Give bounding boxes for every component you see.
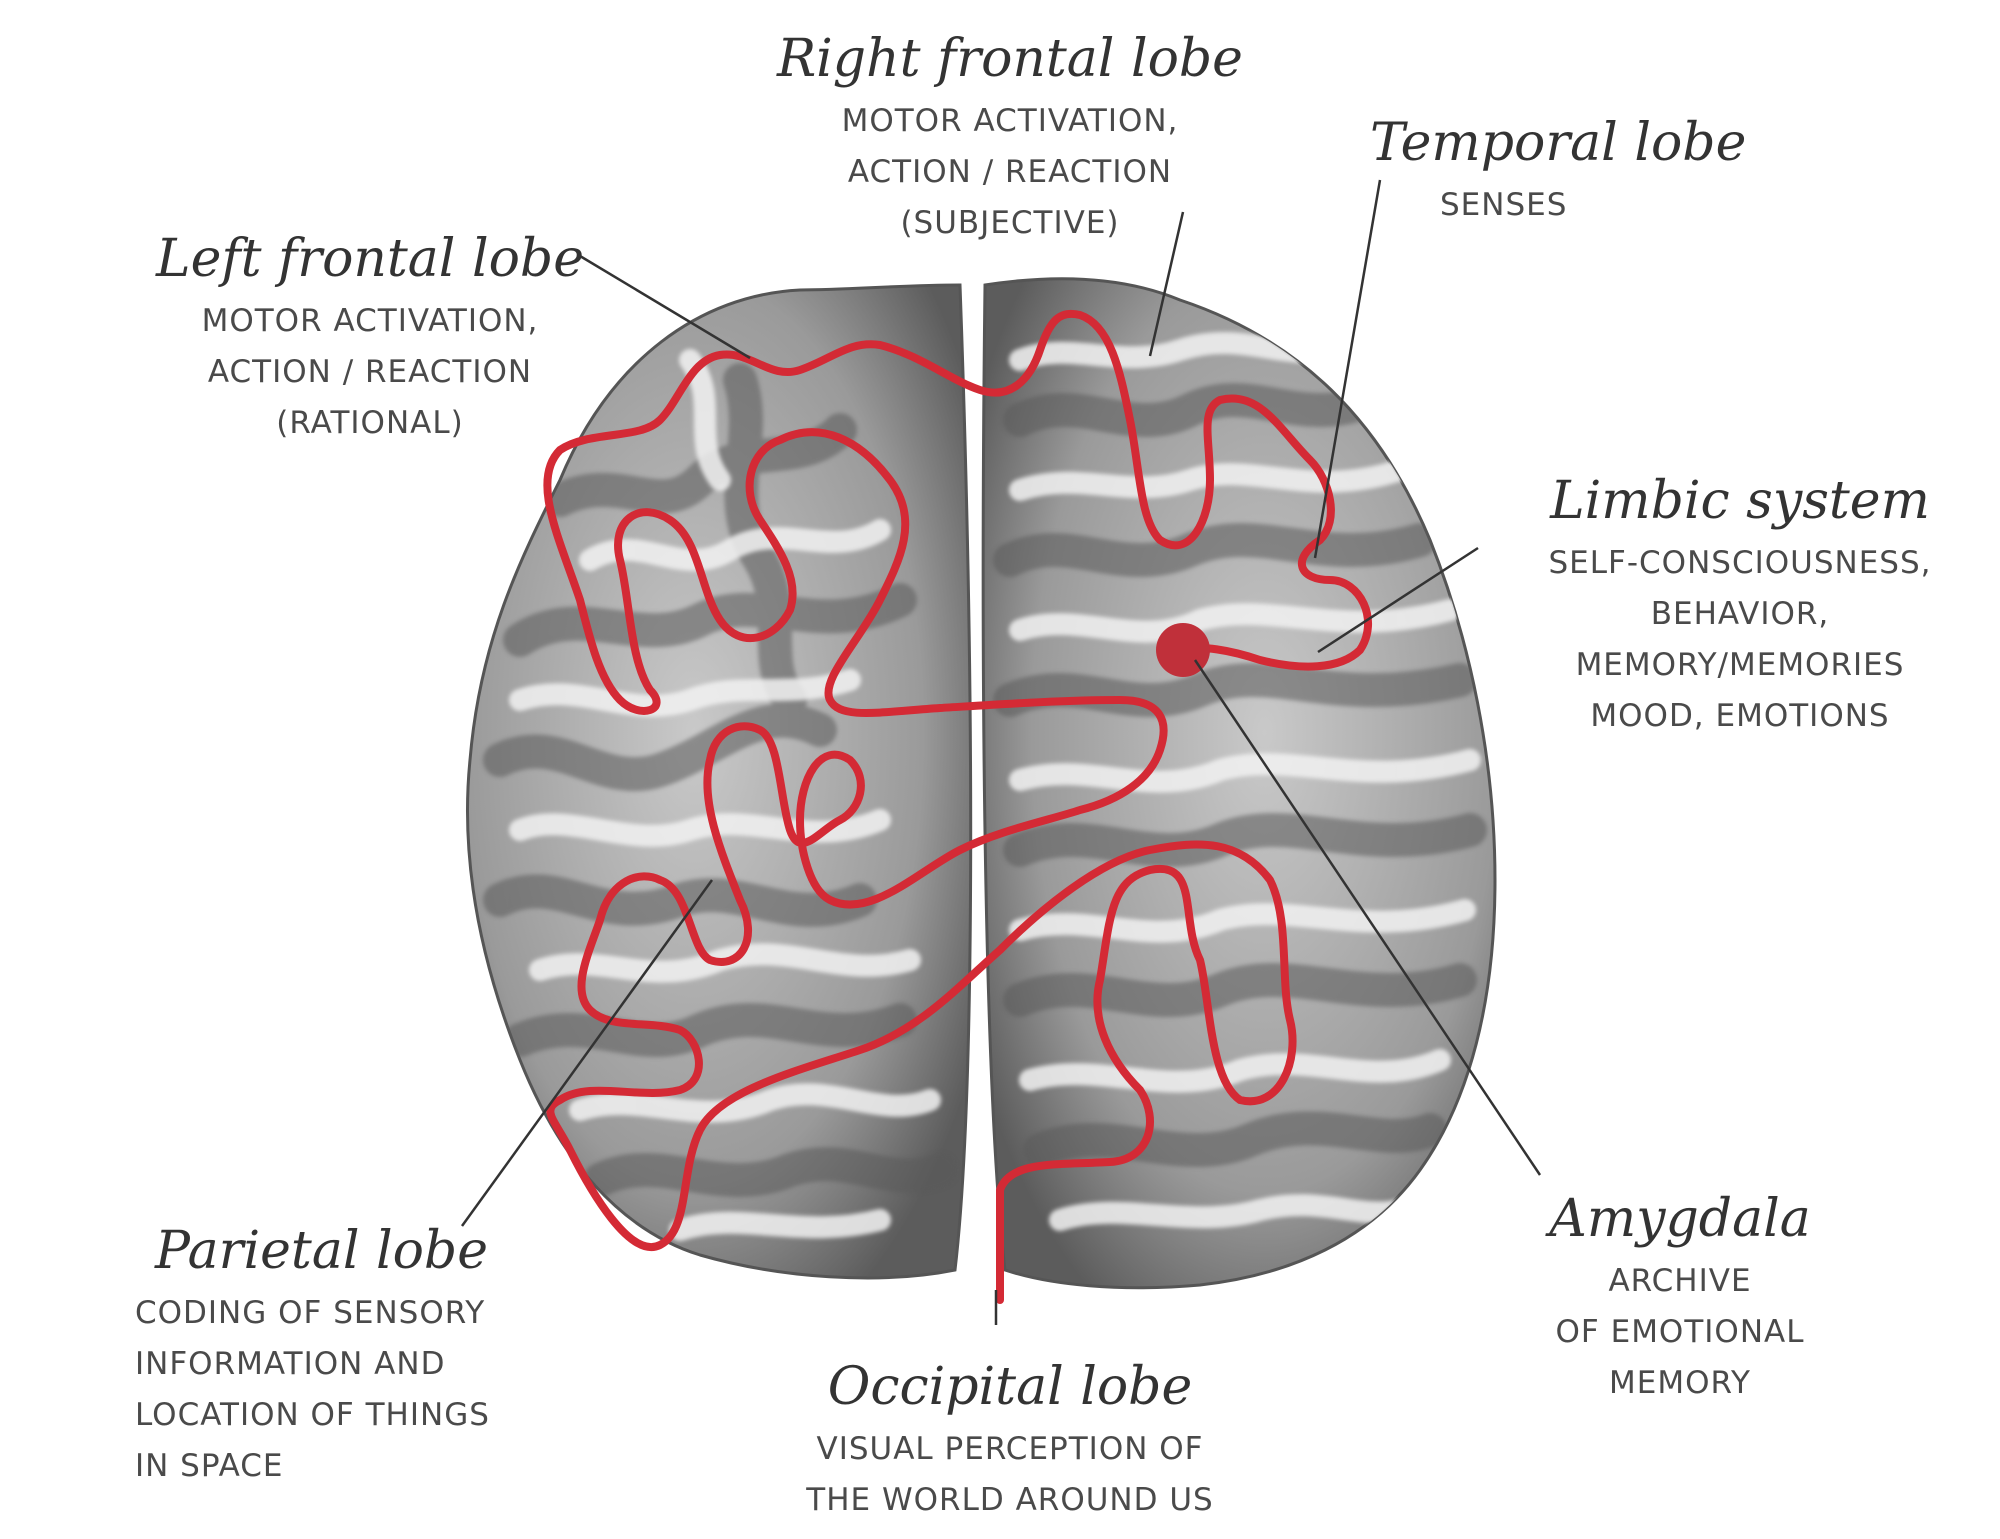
desc-line: SENSES bbox=[1440, 180, 1730, 231]
desc-line: MOTOR ACTIVATION, bbox=[760, 96, 1260, 147]
label-occipital-lobe: Occipital lobe VISUAL PERCEPTION OF THE … bbox=[760, 1356, 1260, 1526]
desc-line: (RATIONAL) bbox=[150, 398, 590, 449]
desc-line: THE WORLD AROUND US bbox=[760, 1475, 1260, 1526]
title-parietal-lobe: Parietal lobe bbox=[135, 1220, 595, 1282]
desc-line: INFORMATION AND bbox=[135, 1339, 595, 1390]
label-left-frontal-lobe: Left frontal lobe MOTOR ACTIVATION, ACTI… bbox=[150, 228, 590, 449]
label-limbic-system: Limbic system SELF-CONSCIOUSNESS, BEHAVI… bbox=[1500, 470, 1980, 742]
desc-line: MOTOR ACTIVATION, bbox=[150, 296, 590, 347]
desc-line: VISUAL PERCEPTION OF bbox=[760, 1424, 1260, 1475]
title-temporal-lobe: Temporal lobe bbox=[1370, 112, 1730, 174]
desc-occipital-lobe: VISUAL PERCEPTION OF THE WORLD AROUND US bbox=[760, 1424, 1260, 1526]
title-amygdala: Amygdala bbox=[1480, 1188, 1880, 1250]
desc-line: ACTION / REACTION bbox=[760, 147, 1260, 198]
title-right-frontal-lobe: Right frontal lobe bbox=[760, 28, 1260, 90]
right-hemisphere bbox=[983, 279, 1495, 1288]
desc-line: OF EMOTIONAL bbox=[1480, 1307, 1880, 1358]
desc-temporal-lobe: SENSES bbox=[1370, 180, 1730, 231]
label-parietal-lobe: Parietal lobe CODING OF SENSORY INFORMAT… bbox=[135, 1220, 595, 1492]
desc-line: ARCHIVE bbox=[1480, 1256, 1880, 1307]
desc-line: CODING OF SENSORY bbox=[135, 1288, 595, 1339]
desc-amygdala: ARCHIVE OF EMOTIONAL MEMORY bbox=[1480, 1256, 1880, 1409]
desc-line: (SUBJECTIVE) bbox=[760, 198, 1260, 249]
desc-limbic-system: SELF-CONSCIOUSNESS, BEHAVIOR, MEMORY/MEM… bbox=[1500, 538, 1980, 742]
desc-line: BEHAVIOR, bbox=[1500, 589, 1980, 640]
desc-line: ACTION / REACTION bbox=[150, 347, 590, 398]
label-amygdala: Amygdala ARCHIVE OF EMOTIONAL MEMORY bbox=[1480, 1188, 1880, 1409]
title-occipital-lobe: Occipital lobe bbox=[760, 1356, 1260, 1418]
label-right-frontal-lobe: Right frontal lobe MOTOR ACTIVATION, ACT… bbox=[760, 28, 1260, 249]
label-temporal-lobe: Temporal lobe SENSES bbox=[1370, 112, 1730, 231]
desc-right-frontal-lobe: MOTOR ACTIVATION, ACTION / REACTION (SUB… bbox=[760, 96, 1260, 249]
desc-line: IN SPACE bbox=[135, 1441, 595, 1492]
desc-left-frontal-lobe: MOTOR ACTIVATION, ACTION / REACTION (RAT… bbox=[150, 296, 590, 449]
desc-line: SELF-CONSCIOUSNESS, bbox=[1500, 538, 1980, 589]
desc-line: LOCATION OF THINGS bbox=[135, 1390, 595, 1441]
title-limbic-system: Limbic system bbox=[1500, 470, 1980, 532]
desc-line: MEMORY bbox=[1480, 1358, 1880, 1409]
title-left-frontal-lobe: Left frontal lobe bbox=[150, 228, 590, 290]
desc-line: MOOD, EMOTIONS bbox=[1500, 691, 1980, 742]
desc-line: MEMORY/MEMORIES bbox=[1500, 640, 1980, 691]
desc-parietal-lobe: CODING OF SENSORY INFORMATION AND LOCATI… bbox=[135, 1288, 595, 1492]
